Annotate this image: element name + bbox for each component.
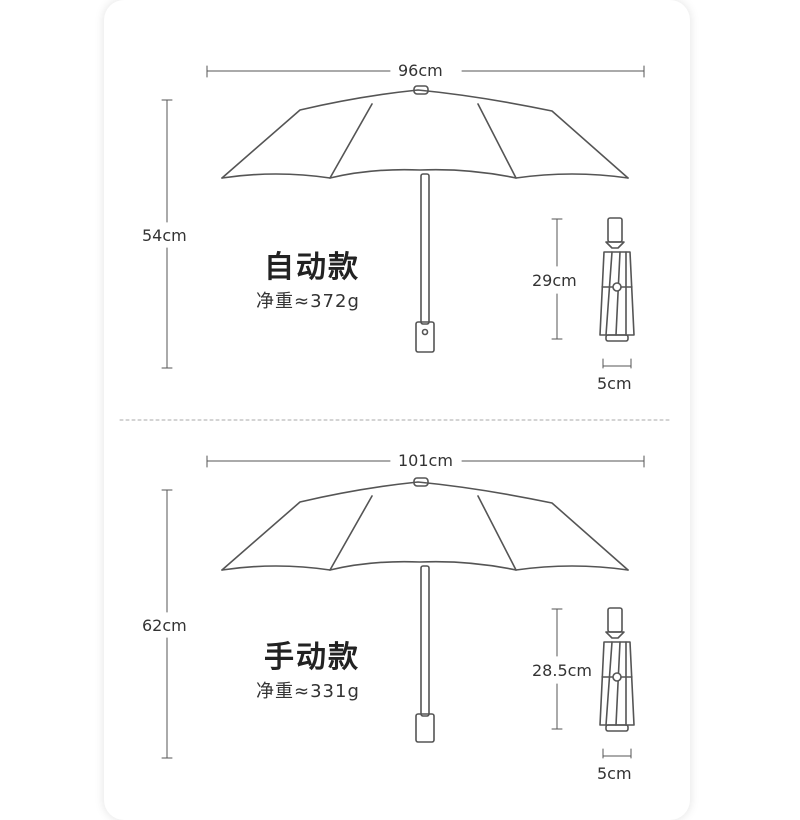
manual-umbrella-open-icon bbox=[221, 477, 629, 743]
manual-folded-width-label: 5cm bbox=[597, 764, 632, 783]
auto-height-label: 54cm bbox=[142, 226, 187, 245]
auto-folded-width-label: 5cm bbox=[597, 374, 632, 393]
auto-folded-length-label: 29cm bbox=[532, 271, 577, 290]
manual-folded-length-dimension bbox=[551, 608, 563, 730]
auto-weight-label: 净重≈372g bbox=[256, 291, 360, 312]
manual-folded-length-label: 28.5cm bbox=[532, 661, 593, 680]
manual-width-dimension bbox=[206, 455, 645, 468]
auto-width-dimension bbox=[206, 65, 645, 78]
manual-model-title: 手动款 bbox=[264, 640, 360, 675]
manual-weight-label: 净重≈331g bbox=[256, 681, 360, 702]
auto-model-title: 自动款 bbox=[264, 250, 360, 285]
auto-umbrella-open-icon bbox=[221, 85, 629, 353]
manual-height-label: 62cm bbox=[142, 616, 187, 635]
manual-umbrella-folded-icon bbox=[599, 607, 635, 732]
manual-width-label: 101cm bbox=[398, 451, 453, 470]
umbrella-diagram bbox=[119, 65, 673, 759]
manual-folded-width-dimension bbox=[602, 748, 632, 759]
card-background bbox=[104, 0, 690, 820]
auto-width-label: 96cm bbox=[398, 61, 443, 80]
auto-folded-length-dimension bbox=[551, 218, 563, 340]
auto-height-dimension bbox=[161, 99, 173, 369]
auto-umbrella-folded-icon bbox=[599, 217, 635, 342]
auto-folded-width-dimension bbox=[602, 358, 632, 369]
manual-height-dimension bbox=[161, 489, 173, 759]
